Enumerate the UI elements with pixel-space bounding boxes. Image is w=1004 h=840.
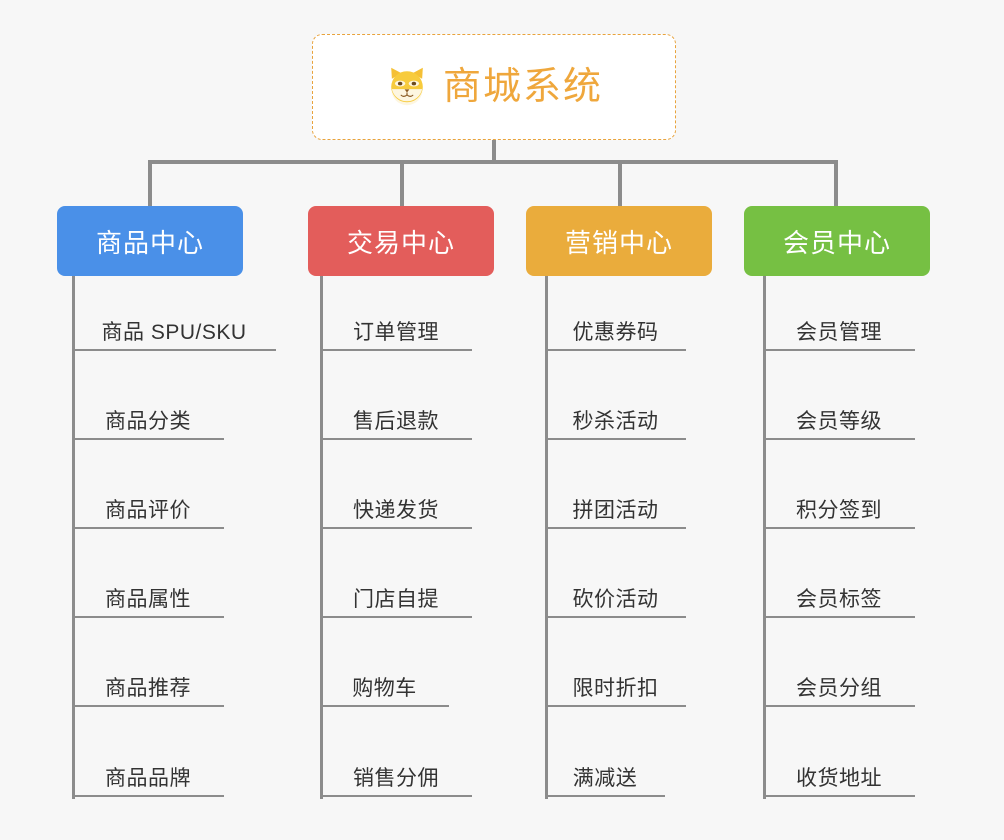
leaf-item-3-3[interactable]: 拼团活动 bbox=[545, 481, 686, 529]
leaf-item-label: 门店自提 bbox=[353, 587, 439, 611]
leaf-spine-column-3 bbox=[545, 276, 548, 799]
leaf-item-4-5[interactable]: 会员分组 bbox=[763, 659, 915, 707]
root-node-label: 商城系统 bbox=[442, 66, 603, 108]
leaf-item-4-1[interactable]: 会员管理 bbox=[763, 303, 915, 351]
leaf-item-label: 订单管理 bbox=[353, 320, 439, 344]
connector-horizontal-bus bbox=[148, 160, 838, 164]
leaf-item-label: 收货地址 bbox=[796, 766, 882, 790]
leaf-item-label: 快递发货 bbox=[353, 498, 439, 522]
leaf-item-label: 商品评价 bbox=[105, 498, 191, 522]
branch-node-member-center[interactable]: 会员中心 bbox=[744, 206, 930, 276]
leaf-spine-column-2 bbox=[320, 276, 323, 799]
leaf-item-3-5[interactable]: 限时折扣 bbox=[545, 659, 686, 707]
leaf-item-label: 限时折扣 bbox=[572, 676, 659, 700]
branch-node-label: 营销中心 bbox=[564, 227, 673, 258]
leaf-item-1-2[interactable]: 商品分类 bbox=[72, 392, 224, 440]
leaf-item-label: 积分签到 bbox=[796, 498, 882, 522]
leaf-item-label: 销售分佣 bbox=[353, 766, 439, 790]
leaf-item-2-3[interactable]: 快递发货 bbox=[320, 481, 472, 529]
leaf-item-2-5[interactable]: 购物车 bbox=[320, 659, 449, 707]
leaf-item-label: 秒杀活动 bbox=[572, 409, 659, 433]
leaf-item-label: 商品 SPU/SKU bbox=[101, 320, 247, 344]
branch-node-label: 会员中心 bbox=[782, 227, 891, 258]
connector-drop-branch-3 bbox=[618, 160, 622, 206]
leaf-item-label: 售后退款 bbox=[353, 409, 439, 433]
leaf-item-3-6[interactable]: 满减送 bbox=[545, 749, 665, 797]
leaf-item-label: 优惠券码 bbox=[572, 320, 659, 344]
connector-drop-branch-2 bbox=[400, 160, 404, 206]
leaf-item-label: 满减送 bbox=[572, 766, 638, 790]
leaf-item-2-1[interactable]: 订单管理 bbox=[320, 303, 472, 351]
leaf-item-label: 拼团活动 bbox=[572, 498, 659, 522]
leaf-item-4-6[interactable]: 收货地址 bbox=[763, 749, 915, 797]
leaf-item-label: 商品品牌 bbox=[105, 766, 191, 790]
leaf-item-label: 会员等级 bbox=[796, 409, 882, 433]
connector-drop-branch-4 bbox=[834, 160, 838, 206]
leaf-item-2-6[interactable]: 销售分佣 bbox=[320, 749, 472, 797]
leaf-item-label: 商品分类 bbox=[105, 409, 191, 433]
leaf-item-1-6[interactable]: 商品品牌 bbox=[72, 749, 224, 797]
shiba-dog-icon bbox=[391, 67, 423, 106]
branch-node-label: 商品中心 bbox=[95, 227, 204, 258]
leaf-item-1-4[interactable]: 商品属性 bbox=[72, 570, 224, 618]
leaf-item-4-3[interactable]: 积分签到 bbox=[763, 481, 915, 529]
leaf-item-label: 会员标签 bbox=[796, 587, 882, 611]
leaf-item-2-2[interactable]: 售后退款 bbox=[320, 392, 472, 440]
leaf-item-4-4[interactable]: 会员标签 bbox=[763, 570, 915, 618]
branch-node-product-center[interactable]: 商品中心 bbox=[57, 206, 243, 276]
leaf-item-label: 会员管理 bbox=[796, 320, 882, 344]
leaf-item-3-4[interactable]: 砍价活动 bbox=[545, 570, 686, 618]
connector-root-trunk bbox=[492, 140, 496, 162]
leaf-item-label: 商品属性 bbox=[105, 587, 191, 611]
leaf-item-3-1[interactable]: 优惠券码 bbox=[545, 303, 686, 351]
leaf-item-1-3[interactable]: 商品评价 bbox=[72, 481, 224, 529]
connector-drop-branch-1 bbox=[148, 160, 152, 206]
leaf-item-label: 会员分组 bbox=[796, 676, 882, 700]
leaf-item-3-2[interactable]: 秒杀活动 bbox=[545, 392, 686, 440]
leaf-item-label: 商品推荐 bbox=[105, 676, 191, 700]
leaf-item-label: 砍价活动 bbox=[572, 587, 659, 611]
leaf-item-4-2[interactable]: 会员等级 bbox=[763, 392, 915, 440]
leaf-spine-column-1 bbox=[72, 276, 75, 799]
leaf-item-label: 购物车 bbox=[352, 676, 417, 700]
branch-node-marketing-center[interactable]: 营销中心 bbox=[526, 206, 712, 276]
leaf-item-1-5[interactable]: 商品推荐 bbox=[72, 659, 224, 707]
leaf-spine-column-4 bbox=[763, 276, 766, 799]
branch-node-trade-center[interactable]: 交易中心 bbox=[308, 206, 494, 276]
leaf-item-2-4[interactable]: 门店自提 bbox=[320, 570, 472, 618]
root-node-shopping-mall-system[interactable]: 商城系统 bbox=[312, 34, 676, 140]
branch-node-label: 交易中心 bbox=[346, 227, 455, 258]
leaf-item-1-1[interactable]: 商品 SPU/SKU bbox=[72, 303, 276, 351]
